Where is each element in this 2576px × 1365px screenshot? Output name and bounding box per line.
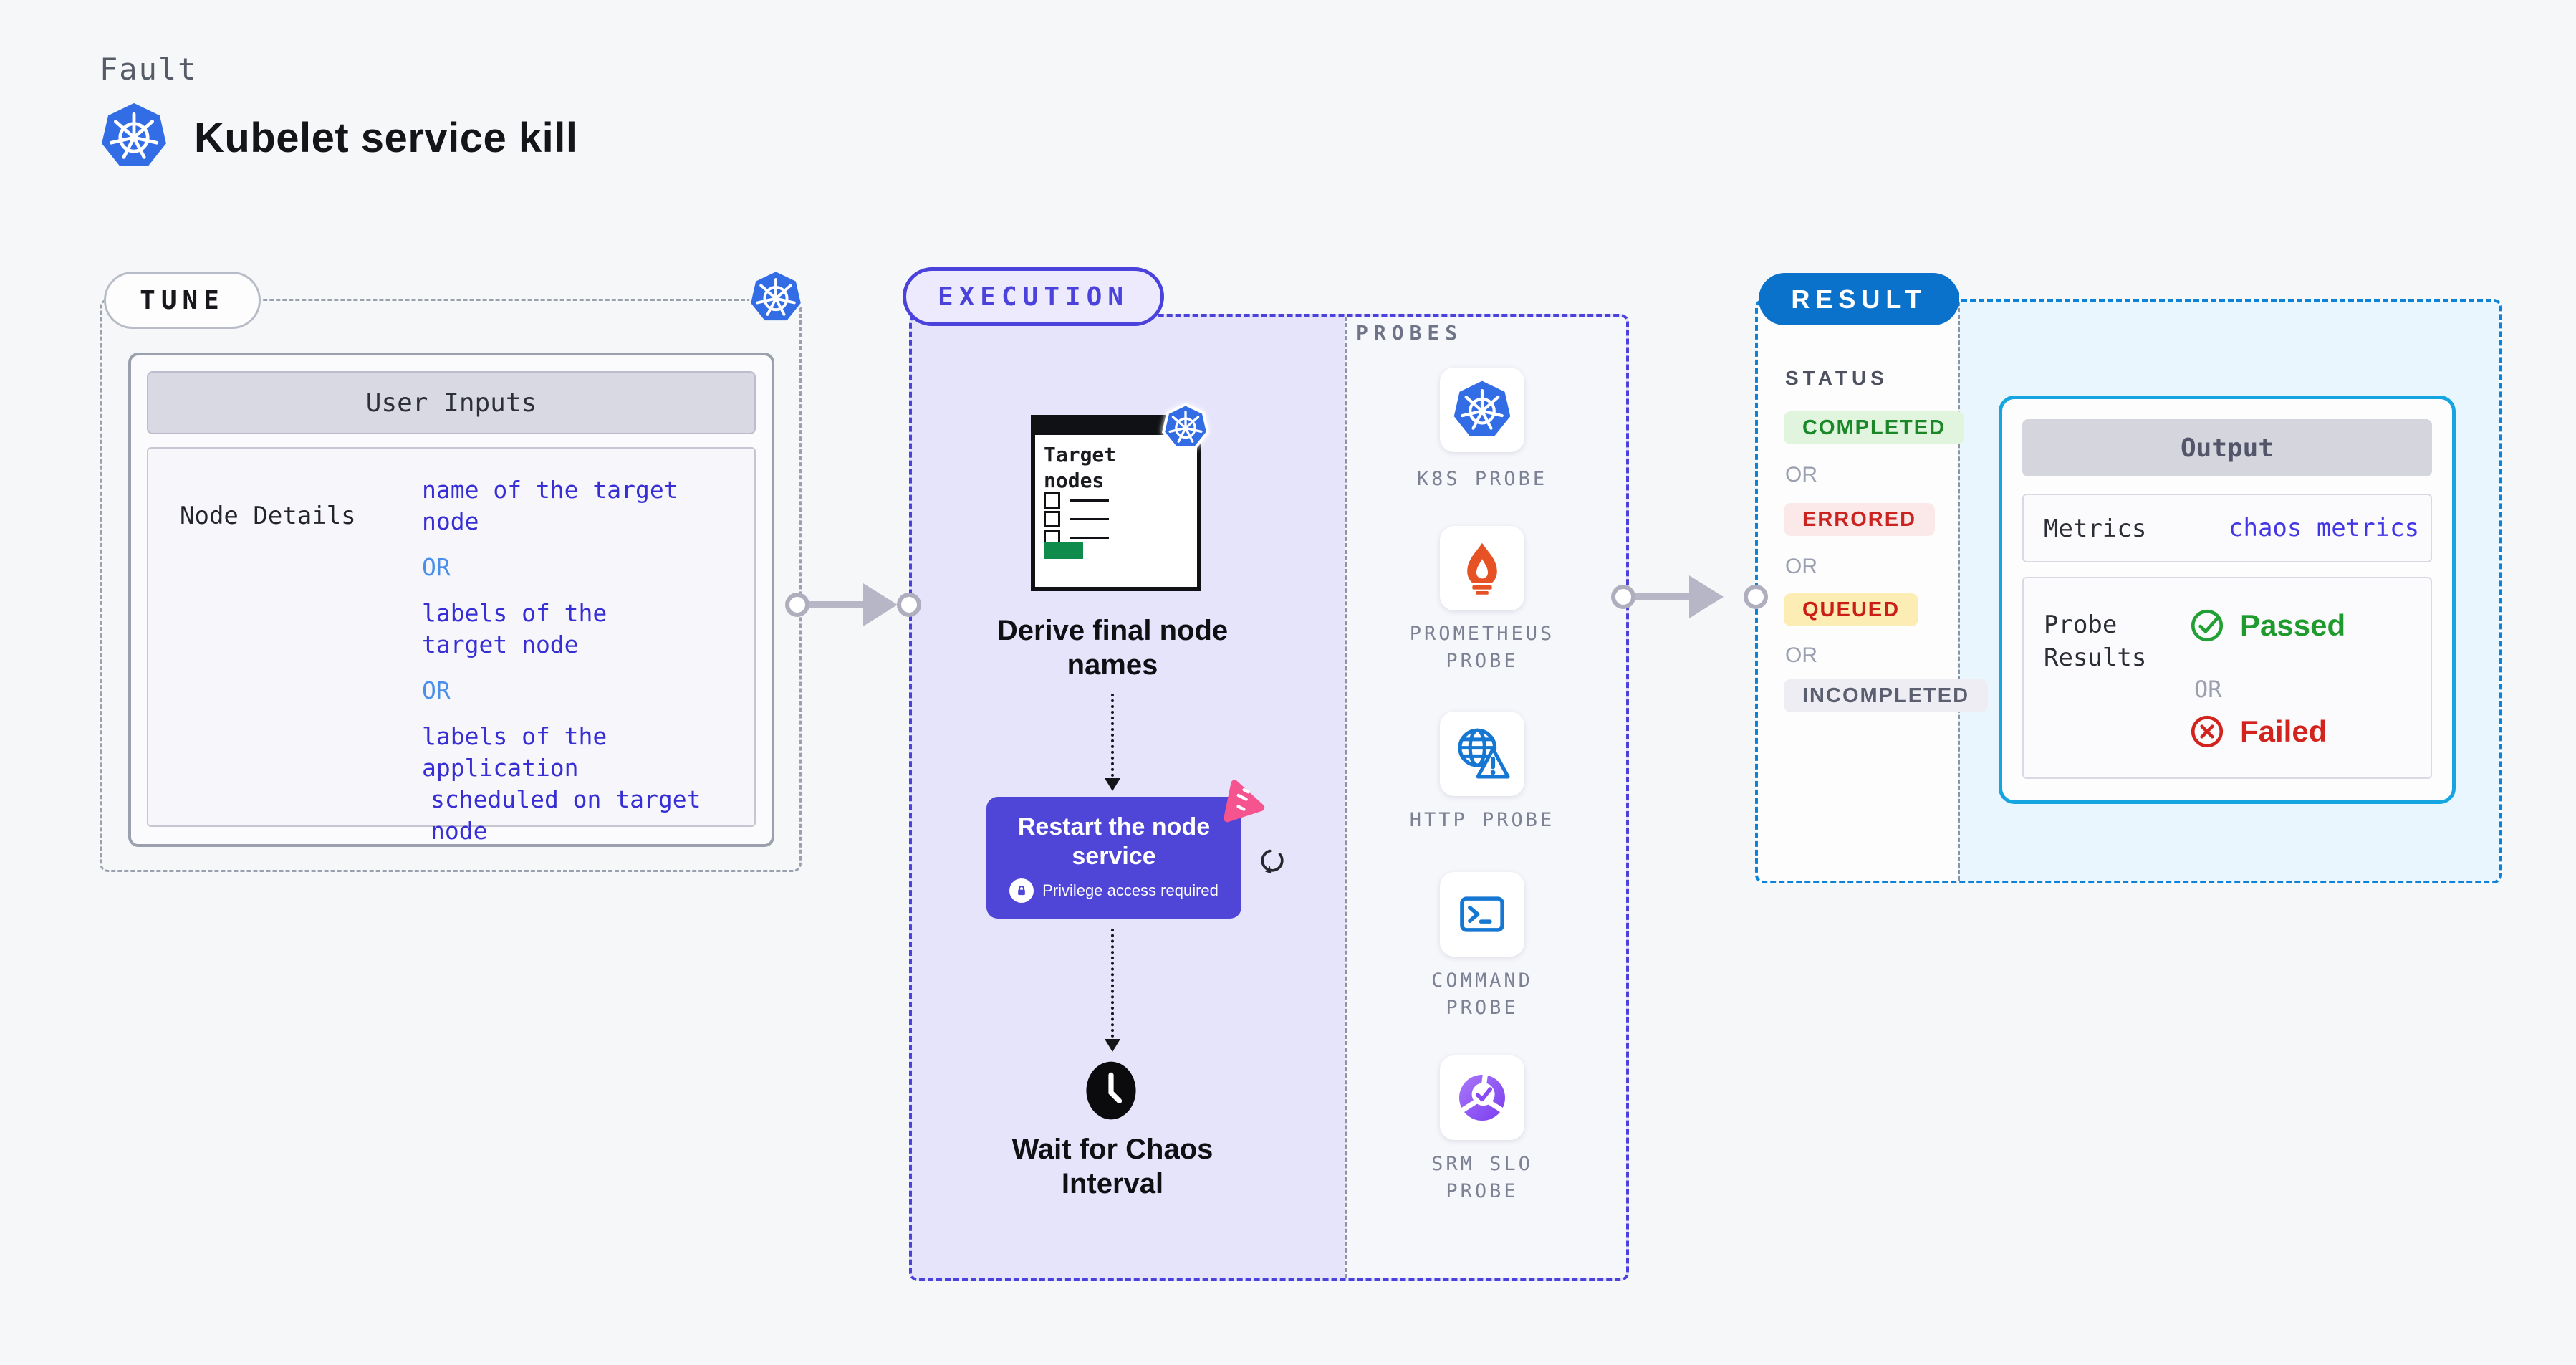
prometheus-icon xyxy=(1467,542,1497,595)
failed-label: Failed xyxy=(2240,714,2327,748)
execution-pill[interactable]: EXECUTION xyxy=(903,267,1164,326)
fault-eyebrow-label: Fault xyxy=(100,52,198,87)
or-label: OR xyxy=(422,676,451,704)
kubernetes-icon xyxy=(1453,380,1511,436)
privilege-note: Privilege access required xyxy=(1042,881,1219,899)
clock-icon xyxy=(1085,1059,1137,1125)
connector-dot xyxy=(1744,585,1768,609)
checkbox-icon xyxy=(1044,492,1060,509)
output-card: Output Metrics chaos metrics Probe Resul… xyxy=(1999,396,2456,804)
lock-icon xyxy=(1009,878,1034,903)
status-badge-completed: COMPLETED xyxy=(1784,411,1965,444)
step-derive-label: Derive final node names xyxy=(991,613,1234,682)
k8s-probe-label: K8S PROBE xyxy=(1416,468,1548,490)
value-line: labels of the xyxy=(422,599,607,627)
prometheus-probe-card[interactable] xyxy=(1440,526,1524,610)
node-details-row: Node Details name of the target node OR … xyxy=(147,447,756,845)
value-line: labels of the application xyxy=(422,722,607,782)
probe-results-label-line: Probe xyxy=(2044,610,2118,639)
flow-arrow-head xyxy=(863,583,898,626)
metrics-label: Metrics xyxy=(2044,514,2147,543)
flow-dotted-line xyxy=(1111,929,1114,1038)
srm-slo-probe-card[interactable] xyxy=(1440,1055,1524,1140)
or-label: OR xyxy=(1785,555,1817,578)
value-line: name of the target xyxy=(422,476,678,504)
srm-slo-probe-label: SRM SLO PROBE xyxy=(1431,1153,1533,1202)
passed-line: Passed xyxy=(2188,607,2345,644)
prometheus-probe-label: PROMETHEUS PROBE xyxy=(1409,623,1555,672)
check-circle-icon xyxy=(2191,609,2224,642)
slo-pie-check-icon xyxy=(1458,1072,1506,1121)
failed-line: Failed xyxy=(2188,713,2327,750)
result-pill[interactable]: RESULT xyxy=(1759,273,1959,325)
status-badge-errored: ERRORED xyxy=(1784,503,1936,536)
value-line: target node xyxy=(422,631,579,658)
step-text: names xyxy=(1067,649,1158,681)
or-label: OR xyxy=(1785,463,1817,487)
http-probe-label: HTTP PROBE xyxy=(1409,809,1555,831)
terminal-icon xyxy=(1460,896,1504,932)
green-progress-bar xyxy=(1044,542,1083,559)
user-inputs-title: User Inputs xyxy=(147,371,756,434)
command-probe-label: COMMAND PROBE xyxy=(1431,969,1533,1019)
or-label: OR xyxy=(1785,643,1817,667)
page-title-row: Kubelet service kill xyxy=(100,102,577,173)
probe-results-label-line: Results xyxy=(2044,643,2147,672)
checkbox-icon xyxy=(1044,511,1060,527)
flow-arrow-head xyxy=(1689,575,1724,618)
loop-icon xyxy=(1256,844,1289,880)
flow-dotted-arrowhead xyxy=(1105,1039,1120,1052)
checkbox-row xyxy=(1044,511,1109,527)
command-probe-card[interactable] xyxy=(1440,872,1524,957)
step-wait-label: Wait for Chaos Interval xyxy=(991,1132,1234,1201)
tune-section-box xyxy=(100,299,802,872)
restart-node-service-step[interactable]: Restart the node service Privilege acces… xyxy=(986,797,1241,919)
step-text: Interval xyxy=(1061,1168,1164,1199)
tune-pill[interactable]: TUNE xyxy=(104,272,261,329)
probes-title: PROBES xyxy=(1356,321,1464,345)
node-details-label: Node Details xyxy=(180,502,356,530)
k8s-probe-card[interactable] xyxy=(1440,368,1524,452)
restart-title: service xyxy=(1072,843,1156,870)
http-globe-warning-icon xyxy=(1458,728,1510,779)
value-line: node xyxy=(422,507,479,535)
kubernetes-icon xyxy=(1161,403,1210,454)
page-title: Kubelet service kill xyxy=(194,114,578,161)
node-details-values: name of the target node OR labels of the… xyxy=(422,474,766,861)
passed-label: Passed xyxy=(2240,608,2346,642)
line-placeholder xyxy=(1070,499,1109,502)
line-placeholder xyxy=(1070,537,1109,539)
probe-results-row: Probe Results Passed OR Failed xyxy=(2022,577,2432,779)
value-line: scheduled on target node xyxy=(431,785,701,845)
step-text: Wait for Chaos xyxy=(1011,1134,1213,1165)
x-circle-icon xyxy=(2191,715,2224,748)
line-placeholder xyxy=(1070,518,1109,520)
clipboard-title: nodes xyxy=(1044,469,1105,492)
flow-arrow-line xyxy=(807,601,865,608)
flow-arrow-line xyxy=(1633,593,1691,600)
connector-dot xyxy=(1611,585,1635,609)
connector-dot xyxy=(785,593,809,617)
output-title: Output xyxy=(2022,419,2432,476)
metrics-row: Metrics chaos metrics xyxy=(2022,494,2432,562)
kubernetes-icon xyxy=(748,269,804,328)
chaos-icon xyxy=(1218,778,1265,825)
kubernetes-icon xyxy=(100,102,168,173)
user-inputs-card: User Inputs Node Details name of the tar… xyxy=(128,353,774,847)
status-badge-queued: QUEUED xyxy=(1784,593,1919,626)
or-label: OR xyxy=(2194,676,2222,703)
or-label: OR xyxy=(422,553,451,581)
probe-results-label: Probe Results xyxy=(2044,608,2146,674)
http-probe-card[interactable] xyxy=(1440,712,1524,796)
status-badge-incompleted: INCOMPLETED xyxy=(1784,679,1989,712)
status-title: STATUS xyxy=(1785,367,1888,389)
restart-title: Restart the node xyxy=(1017,813,1211,840)
step-text: Derive final node xyxy=(996,615,1229,646)
checkbox-row xyxy=(1044,492,1109,509)
metrics-value[interactable]: chaos metrics xyxy=(2229,514,2420,542)
clipboard-title: Target xyxy=(1044,443,1117,466)
flow-dotted-line xyxy=(1111,694,1114,777)
connector-dot xyxy=(897,593,921,617)
flow-dotted-arrowhead xyxy=(1105,778,1120,791)
